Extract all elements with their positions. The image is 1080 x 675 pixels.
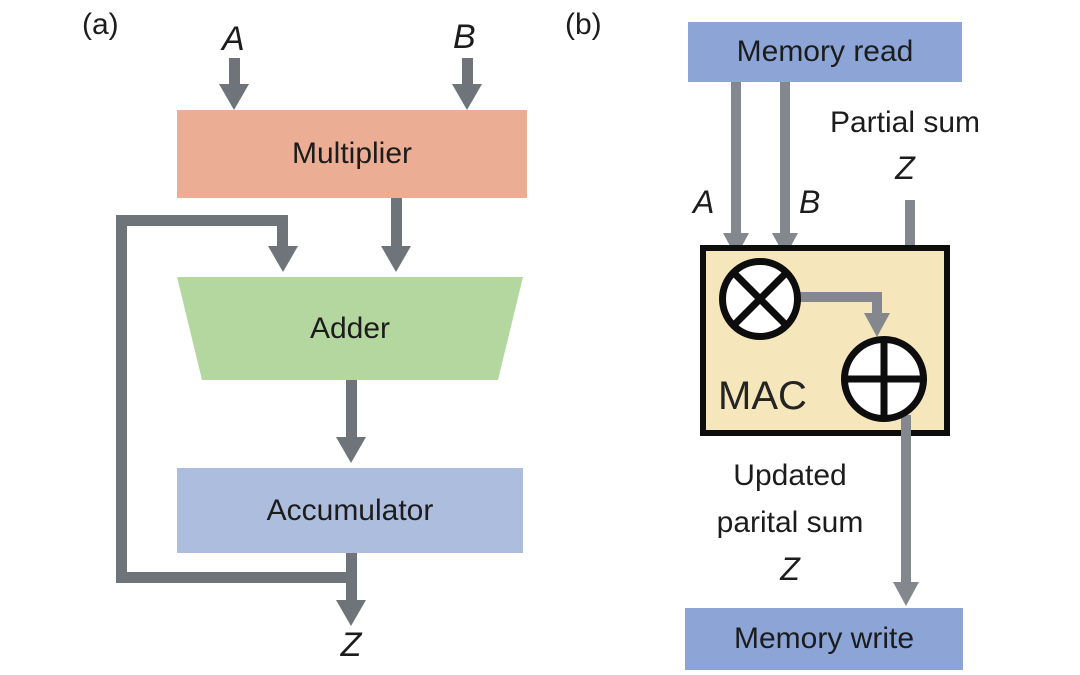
memory-write-block: Memory write bbox=[685, 608, 963, 670]
feedback-line-top bbox=[116, 215, 288, 226]
adder-block: Adder bbox=[177, 277, 523, 380]
updated-z-label: Z bbox=[780, 551, 800, 587]
accumulator-block: Accumulator bbox=[177, 468, 523, 553]
arrowhead-product-into-adder-circle bbox=[864, 313, 890, 337]
adder-output-line bbox=[346, 380, 357, 438]
arrowhead-adder-to-accumulator bbox=[336, 437, 366, 463]
memory-read-block: Memory read bbox=[688, 22, 962, 82]
mac-label: MAC bbox=[718, 374, 807, 418]
adder-label: Adder bbox=[309, 311, 391, 345]
updated-line2: parital sum bbox=[716, 506, 864, 539]
panel-a-output-z-label: Z bbox=[340, 626, 362, 664]
product-line-horizontal bbox=[799, 292, 882, 302]
multiplier-block: Multiplier bbox=[177, 110, 527, 198]
panel-a-input-b-label: B bbox=[453, 18, 476, 56]
accumulator-label: Accumulator bbox=[266, 493, 434, 527]
panel-a-label: (a) bbox=[82, 8, 119, 41]
updated-line1: Updated bbox=[733, 459, 847, 492]
accumulator-output-line bbox=[346, 553, 357, 602]
memory-b-line bbox=[780, 82, 790, 234]
memory-read-label: Memory read bbox=[736, 35, 914, 68]
arrow-a-to-multiplier bbox=[229, 58, 240, 88]
feedback-stub-line bbox=[277, 215, 288, 248]
updated-partial-sum-block: Updated parital sum Z bbox=[657, 452, 923, 593]
multiplier-output-line bbox=[391, 198, 402, 248]
arrowhead-output-z bbox=[336, 600, 366, 626]
panel-b-input-a-label: A bbox=[693, 184, 715, 220]
memory-a-line bbox=[731, 82, 741, 234]
arrowhead-a-to-multiplier bbox=[219, 84, 249, 110]
arrow-b-to-multiplier bbox=[462, 58, 473, 88]
feedback-line-left bbox=[116, 215, 127, 583]
arrowhead-feedback-to-adder bbox=[268, 246, 298, 272]
panel-b-input-b-label: B bbox=[799, 184, 821, 220]
arrowhead-to-memory-write bbox=[893, 582, 919, 606]
multiplier-label: Multiplier bbox=[291, 137, 413, 170]
feedback-line-bottom bbox=[116, 572, 357, 583]
product-line-stub bbox=[872, 292, 882, 314]
panel-b-label: (b) bbox=[565, 8, 602, 41]
panel-a-input-a-label: A bbox=[222, 20, 245, 58]
arrowhead-multiplier-to-adder bbox=[381, 246, 411, 272]
arrowhead-b-to-multiplier bbox=[452, 84, 482, 110]
partial-sum-z-label: Z bbox=[895, 150, 915, 186]
partial-sum-label: Partial sum bbox=[829, 106, 981, 139]
mac-output-line bbox=[901, 415, 911, 584]
memory-write-label: Memory write bbox=[733, 622, 914, 655]
